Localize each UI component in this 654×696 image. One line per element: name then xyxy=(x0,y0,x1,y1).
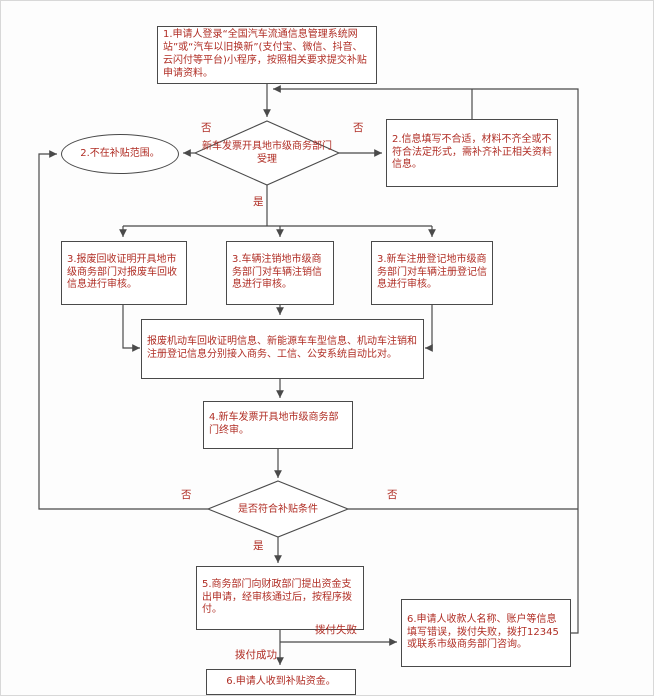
flow-step1-box: 1.申请人登录“全国汽车流通信息管理系统网站”或“汽车以旧换新”(支付宝、微信、… xyxy=(157,26,377,84)
label-pay-fail: 拨付失败 xyxy=(315,624,357,636)
auto-compare-box: 报废机动车回收证明信息、新能源车车型信息、机动车注销和注册登记信息分别接入商务、… xyxy=(141,319,424,379)
step5-box: 5.商务部门向财政部门提出资金支出申请，经审核通过后，按程序拨付。 xyxy=(196,566,364,630)
review-scrap-box: 3.报废回收证明开具地市级商务部门对报废车回收信息进行审核。 xyxy=(61,241,187,305)
need-fix-box: 2.信息填写不合适，材料不齐全或不符合法定形式，需补齐补正相关资料信息。 xyxy=(386,119,558,187)
label-yes-accept: 是 xyxy=(253,196,264,208)
final-review-box: 4.新车发票开具地市级商务部门终审。 xyxy=(203,401,353,449)
connector-register-to-compare xyxy=(425,305,433,352)
out-of-scope-ellipse: 2.不在补贴范围。 xyxy=(61,134,179,174)
decision2-label: 是否符合补贴条件 xyxy=(238,503,318,515)
label-no-decision2-left: 否 xyxy=(181,489,192,501)
label-pay-success: 拨付成功 xyxy=(235,649,277,661)
accept-decision-label: 新车发票开具地市级商务部门受理 xyxy=(202,141,332,165)
review-register-box: 3.新车注册登记地市级商务部门对车辆注册登记信息进行审核。 xyxy=(371,241,493,305)
connector-left-no-loop xyxy=(38,150,208,510)
label-no-accept-right: 否 xyxy=(353,122,364,134)
decision1-diamond xyxy=(193,120,341,186)
connector-right-feedback-loop xyxy=(273,85,579,634)
connector-scrap-to-compare xyxy=(122,305,140,352)
label-yes-decision2: 是 xyxy=(253,540,264,552)
label-no-decision2-right: 否 xyxy=(387,489,398,501)
label-no-accept-left: 否 xyxy=(201,122,212,134)
review-deregister-box: 3.车辆注销地市级商务部门对车辆注销信息进行审核。 xyxy=(226,241,334,305)
decision2-diamond xyxy=(206,480,350,538)
pay-fail-info-box: 6.申请人收款人名称、账户等信息填写错误，拨付失败，拨打12345或联系市级商务… xyxy=(401,599,571,667)
receive-box: 6.申请人收到补贴资金。 xyxy=(206,669,356,695)
